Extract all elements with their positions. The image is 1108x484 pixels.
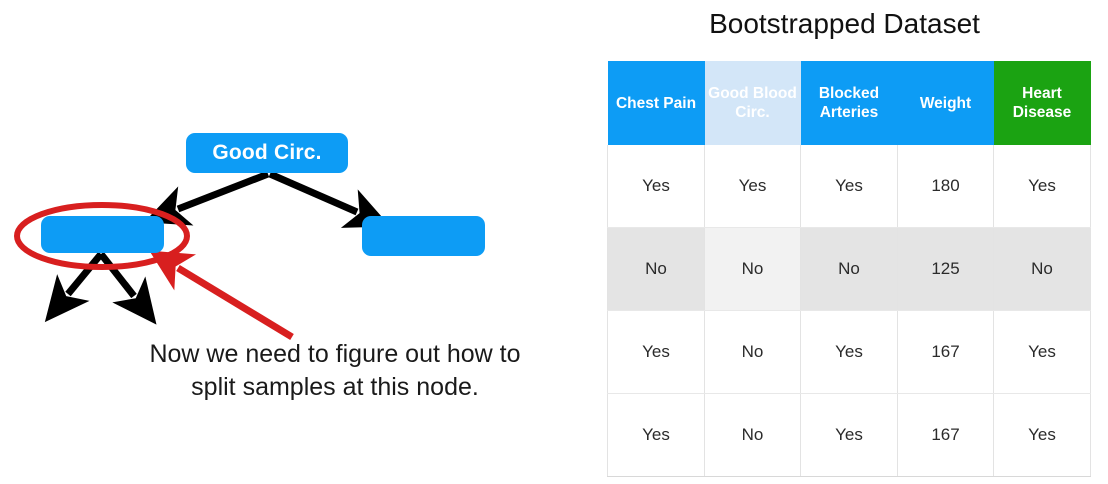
table-cell: Yes — [993, 310, 1091, 394]
column-header-heart-disease[interactable]: Heart Disease — [993, 61, 1091, 145]
red-ellipse-highlight — [14, 202, 190, 270]
edge-left-node-to-split-a — [44, 251, 104, 323]
table-cell: 167 — [897, 310, 994, 394]
edge-left-node-to-split-b — [98, 251, 157, 325]
table-cell: Yes — [607, 393, 705, 477]
table-cell: Yes — [800, 393, 898, 477]
table-cell: 180 — [897, 145, 994, 228]
table-cell: 125 — [897, 227, 994, 311]
table-cell: 167 — [897, 393, 994, 477]
diagram-caption: Now we need to figure out how to split s… — [149, 340, 521, 401]
column-header-weight[interactable]: Weight — [897, 61, 994, 145]
table-cell: Yes — [607, 310, 705, 394]
table-title: Bootstrapped Dataset — [709, 8, 980, 39]
table-cell: Yes — [704, 145, 801, 228]
table-cell: No — [704, 227, 801, 311]
table-cell: Yes — [993, 145, 1091, 228]
table-cell: No — [800, 227, 898, 311]
table-cell: No — [993, 227, 1091, 311]
column-header-blocked-arteries[interactable]: Blocked Arteries — [800, 61, 898, 145]
table-cell: Yes — [800, 310, 898, 394]
table-cell: No — [704, 310, 801, 394]
red-pointer-arrow — [149, 250, 294, 340]
tree-node-left-highlighted[interactable] — [41, 216, 164, 253]
tree-node-good-circ[interactable]: Good Circ. — [186, 133, 348, 173]
table-cell: Yes — [607, 145, 705, 228]
edge-root-to-right-node — [268, 170, 391, 228]
edge-root-to-left-node — [144, 170, 270, 226]
column-header-chest-pain[interactable]: Chest Pain — [607, 61, 705, 145]
table-cell: Yes — [800, 145, 898, 228]
tree-node-right[interactable] — [362, 216, 485, 256]
decision-tree-diagram: Good Circ. Now we need to figure out how… — [14, 133, 521, 401]
column-header-good-blood-circ[interactable]: Good Blood Circ. — [704, 61, 801, 145]
table-cell: No — [704, 393, 801, 477]
table-cell: Yes — [993, 393, 1091, 477]
table-cell: No — [607, 227, 705, 311]
diagram-vector-layer — [14, 170, 391, 340]
